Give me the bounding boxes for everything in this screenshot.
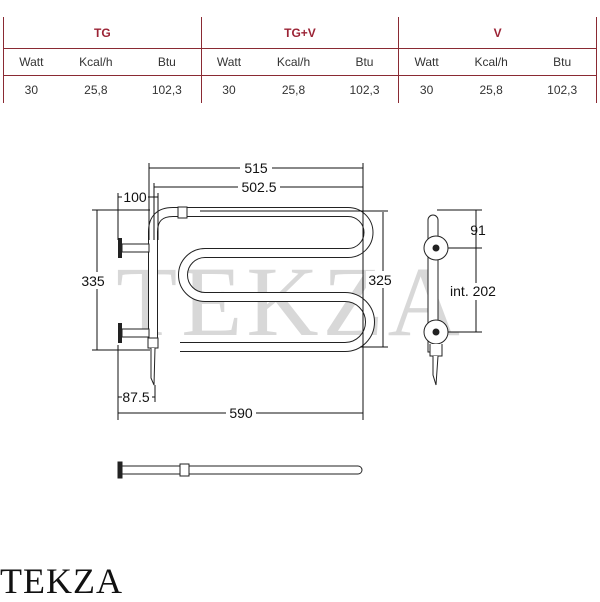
group-v: V	[398, 17, 597, 49]
dimension-labels: 515 502.5 100 335 325 87.5 590 91 int. 2…	[80, 160, 498, 421]
col-kcal: Kcal/h	[58, 48, 134, 76]
col-btu: Btu	[330, 48, 399, 76]
cell-value: 25,8	[84, 82, 108, 97]
towel-rail-front	[118, 206, 375, 386]
dimension-lines	[92, 163, 482, 420]
cell-value: 102,3	[151, 82, 182, 97]
cell-value: 102,3	[349, 82, 380, 97]
dim-502-5: 502.5	[241, 179, 276, 195]
cell-value: 102,3	[528, 75, 598, 103]
dim-87-5: 87.5	[122, 389, 149, 405]
cell-value: 30	[2, 75, 59, 103]
group-tg-v: TG+V	[200, 17, 400, 49]
cell-value: 25,8	[281, 82, 306, 97]
brand-logo: TEKZA	[0, 561, 123, 601]
col-kcal: Kcal/h	[453, 48, 529, 76]
cell-value: 25,8	[479, 82, 503, 97]
col-watt: Watt	[398, 48, 454, 76]
dim-325: 325	[368, 272, 392, 288]
cell-value: 30	[200, 75, 257, 103]
group-tg: TG	[3, 17, 202, 49]
dim-int-202: int. 202	[450, 283, 496, 299]
col-watt: Watt	[200, 48, 257, 76]
col-btu: Btu	[528, 48, 598, 76]
dim-335: 335	[81, 273, 105, 289]
towel-rail-side	[423, 214, 449, 386]
dim-91: 91	[470, 222, 486, 238]
spec-table: TG TG+V V Watt Kcal/h Btu Watt Kcal/h Bt…	[2, 17, 598, 103]
col-watt: Watt	[2, 48, 59, 76]
col-kcal: Kcal/h	[256, 48, 331, 76]
towel-rail-top	[117, 461, 363, 479]
dim-590: 590	[229, 405, 253, 421]
cell-value: 30	[398, 75, 454, 103]
dim-515: 515	[244, 160, 268, 176]
col-btu: Btu	[133, 48, 202, 76]
dim-100: 100	[123, 189, 147, 205]
